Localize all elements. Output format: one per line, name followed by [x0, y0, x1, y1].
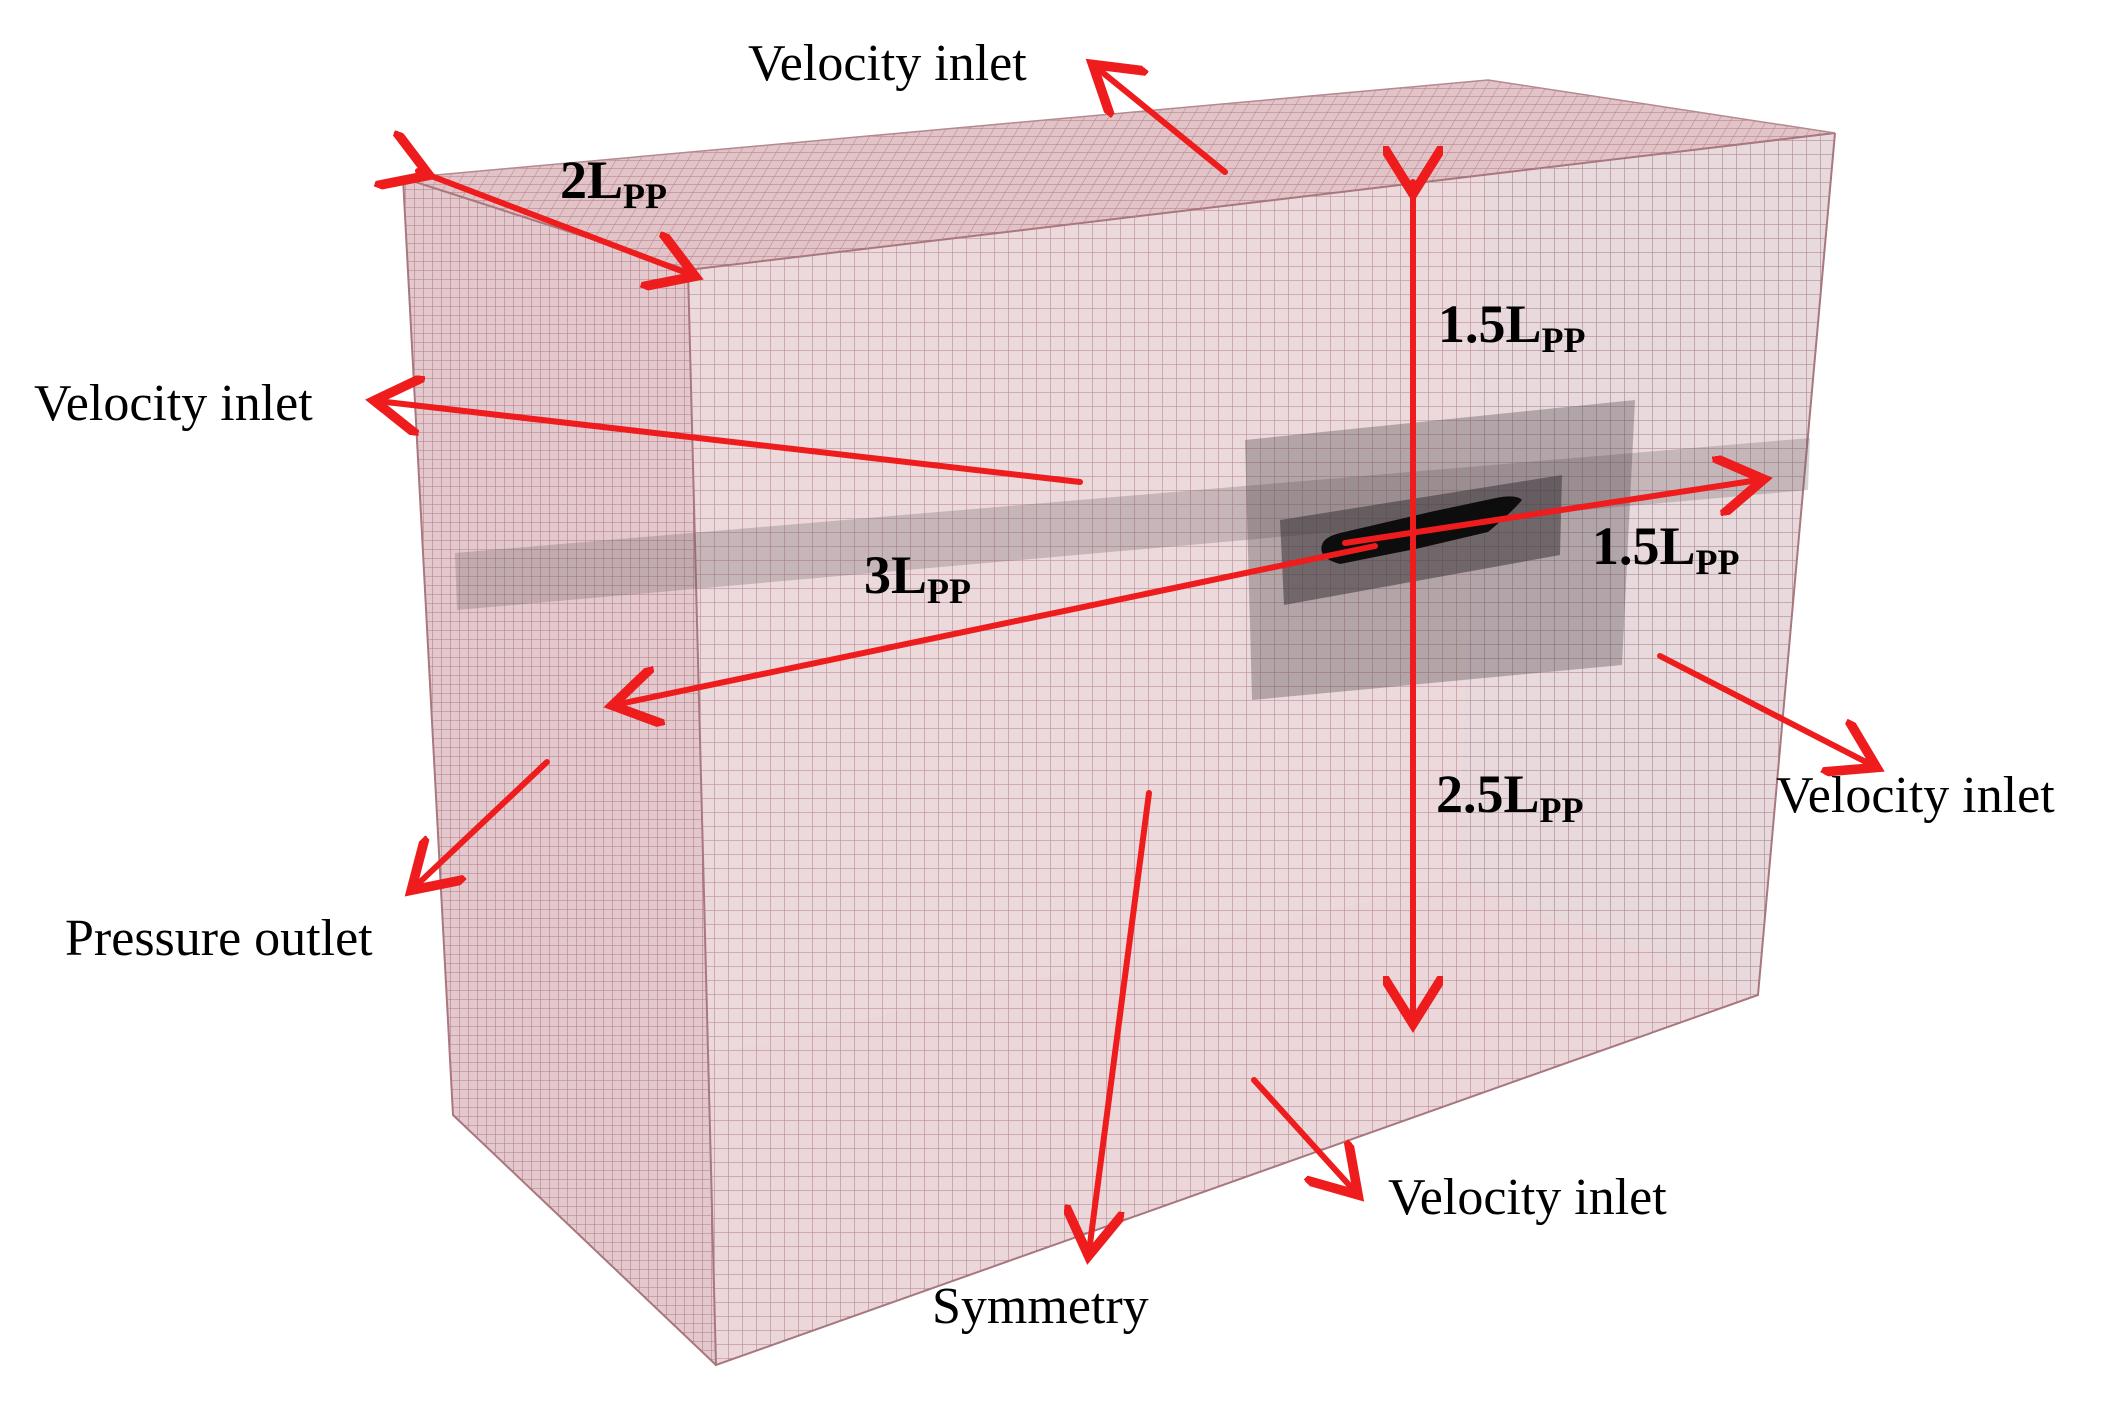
- symmetry-face: [688, 133, 1835, 1365]
- arrow-symmetry: [1090, 790, 1152, 1244]
- top-face: [403, 80, 1835, 270]
- arrow-outlet: [420, 759, 550, 882]
- arrow-width-2lpp: [418, 171, 684, 272]
- label-velocity-inlet-bottom: Velocity inlet: [1388, 1169, 1667, 1226]
- arrow-right-inlet: [1657, 653, 1866, 762]
- label-symmetry: Symmetry: [932, 1278, 1149, 1335]
- arrow-bottom-inlet: [1251, 1077, 1350, 1186]
- dim-3lpp: 3LPP: [864, 545, 971, 611]
- arrow-length-3lpp: [624, 543, 1378, 703]
- outlet-face: [403, 178, 716, 1365]
- dim-1-5lpp-ahead: 1.5LPP: [1592, 516, 1740, 582]
- label-velocity-inlet-left: Velocity inlet: [34, 375, 313, 432]
- dim-2lpp: 2LPP: [560, 150, 667, 216]
- dim-1-5lpp-above: 1.5LPP: [1438, 294, 1586, 360]
- arrow-top-inlet: [1102, 72, 1228, 175]
- waterline-refinement-band: [455, 438, 1810, 610]
- mesh-domain: [402, 79, 1836, 1367]
- arrows: [386, 72, 1866, 1244]
- label-velocity-inlet-right: Velocity inlet: [1776, 767, 2055, 824]
- label-velocity-inlet-top: Velocity inlet: [748, 35, 1027, 92]
- label-pressure-outlet: Pressure outlet: [65, 910, 373, 967]
- dim-2-5lpp-below: 2.5LPP: [1436, 764, 1584, 830]
- arrow-left-inlet: [386, 402, 1083, 485]
